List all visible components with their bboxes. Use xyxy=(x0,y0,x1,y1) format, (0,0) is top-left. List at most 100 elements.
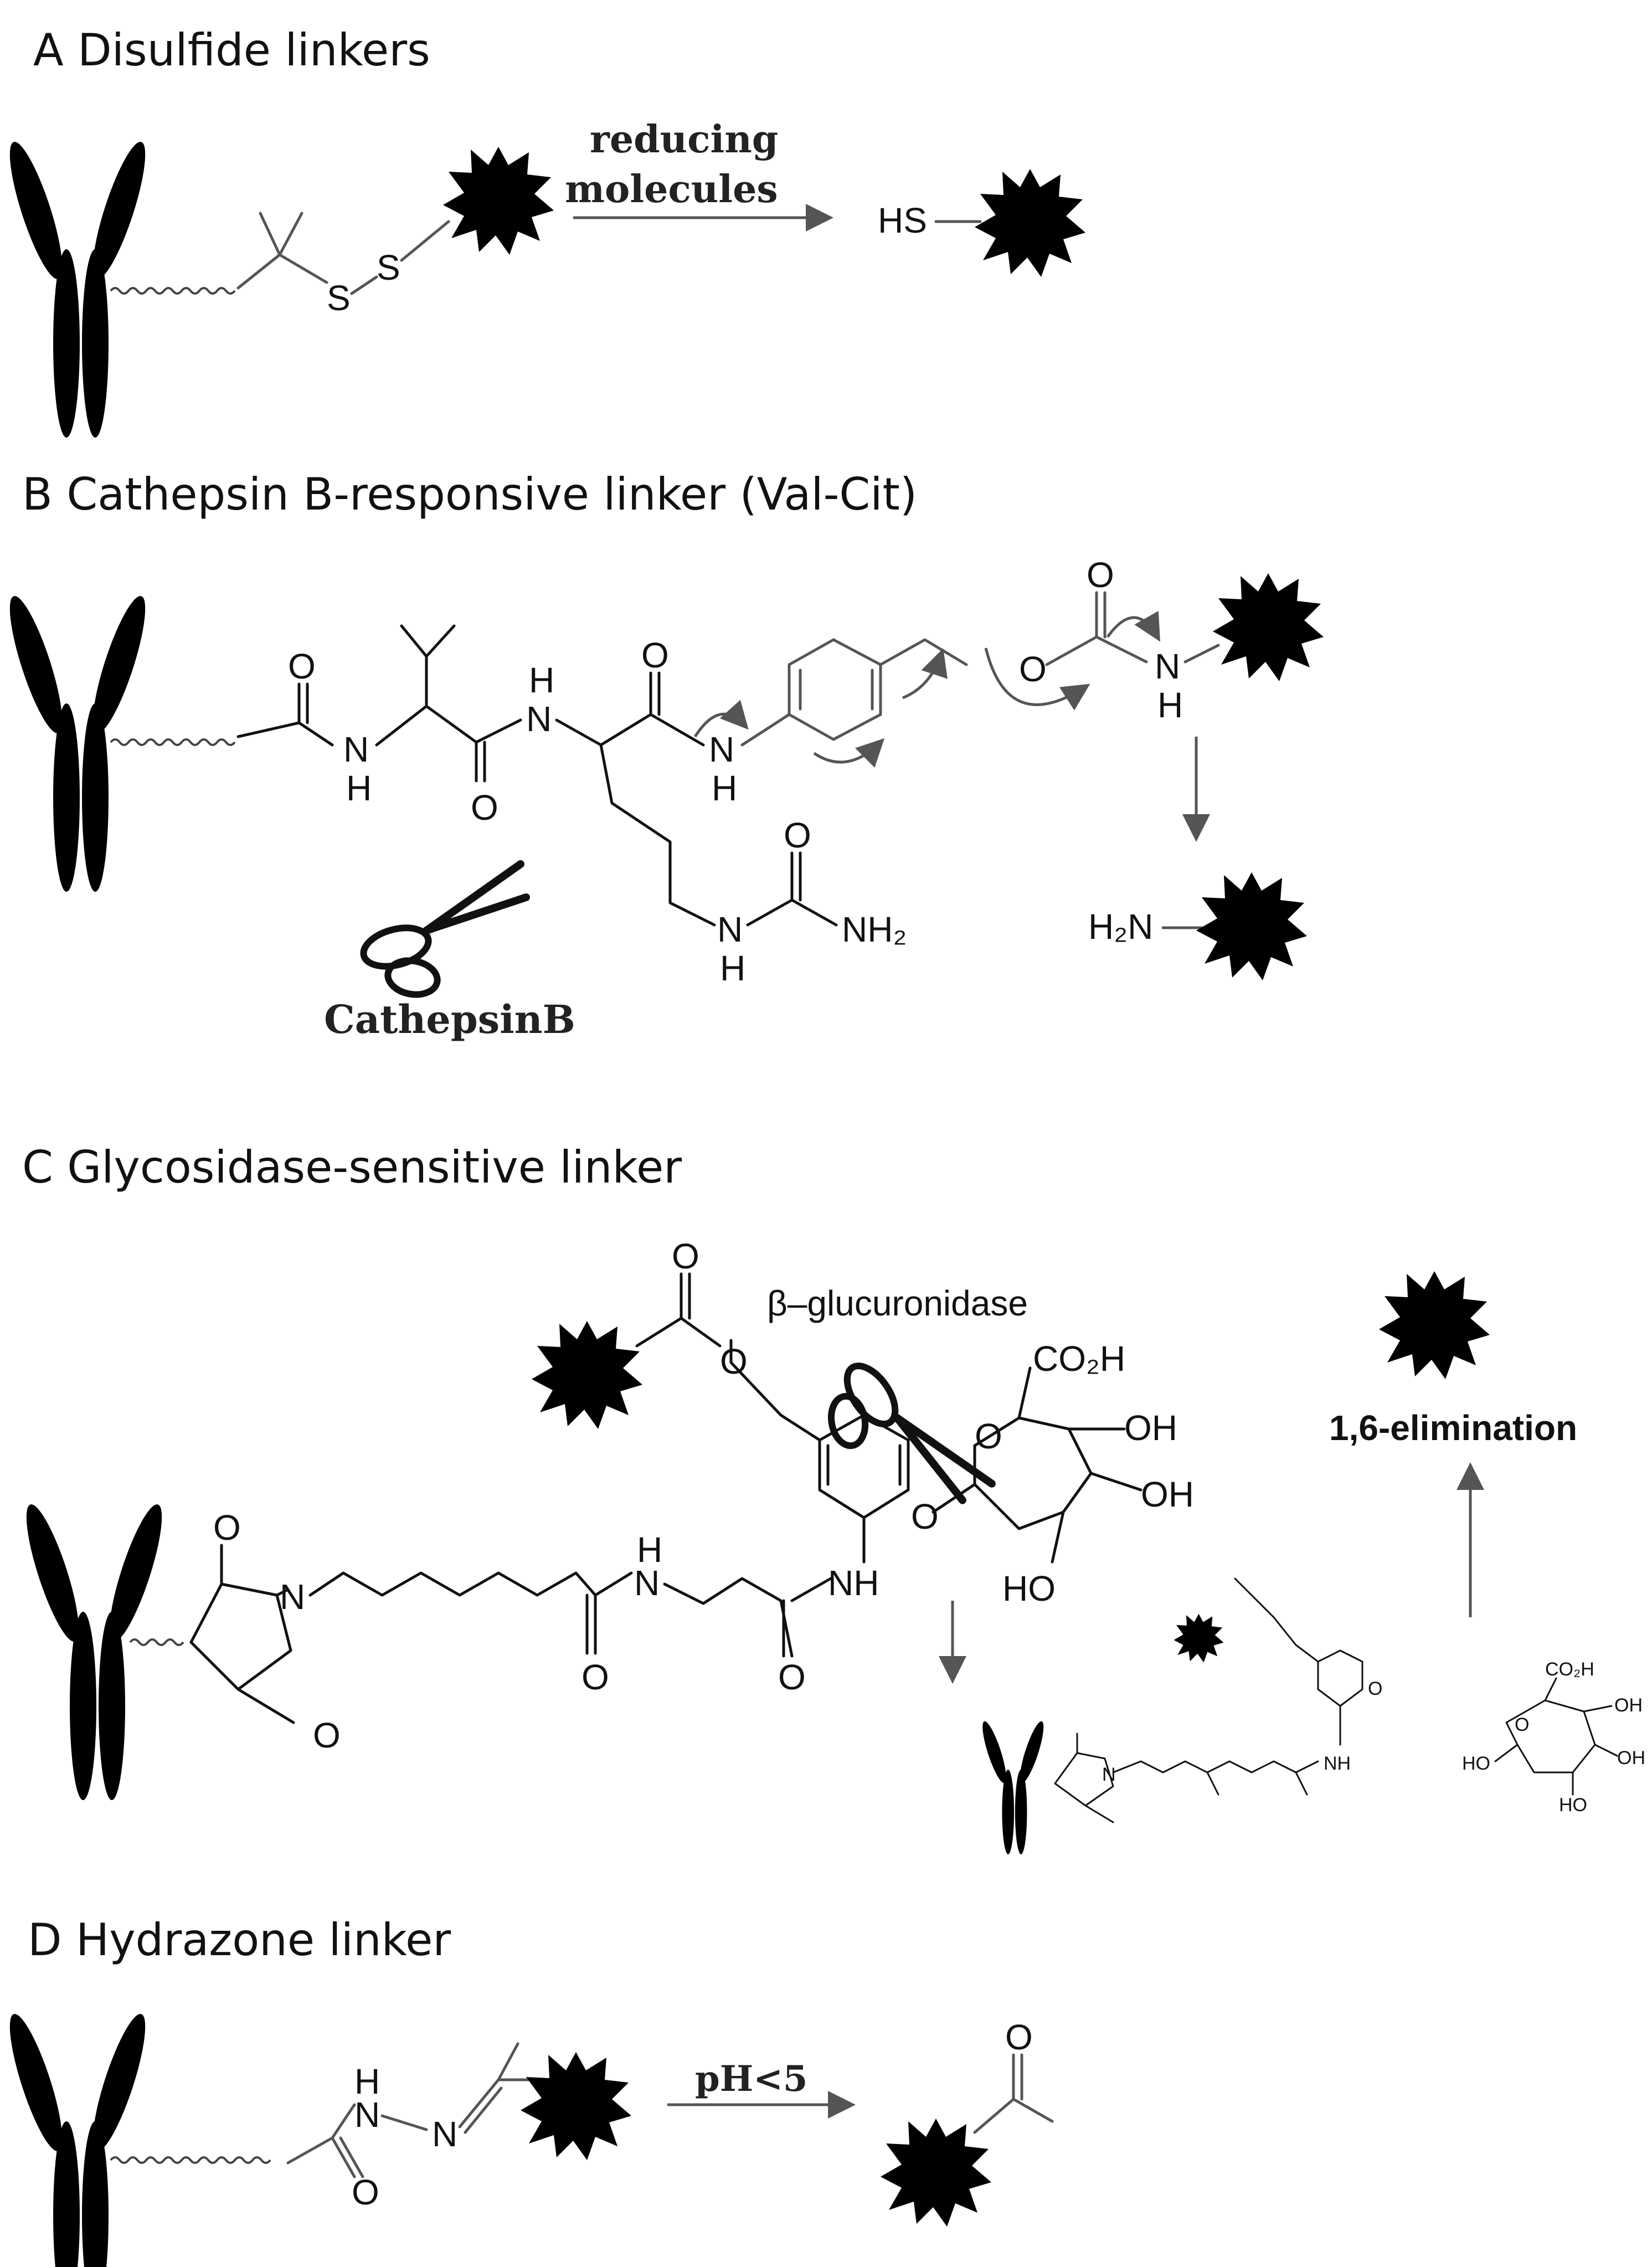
drug-payload-icon xyxy=(532,1321,642,1429)
beta-alanine-chain xyxy=(663,1577,832,1658)
elimination-label: 1,6-elimination xyxy=(1329,1408,1577,1448)
antibody-icon xyxy=(17,1500,172,1800)
h-label: H xyxy=(712,768,737,808)
n-label: N xyxy=(1102,1764,1116,1785)
h-label: H xyxy=(1157,685,1183,725)
section-b-title: B Cathepsin B-responsive linker (Val-Cit… xyxy=(22,469,917,520)
o-label: O xyxy=(1087,555,1114,595)
o-label: O xyxy=(1368,1678,1382,1699)
wavy-tether xyxy=(110,2156,271,2164)
carbamate-bonds xyxy=(1045,591,1148,666)
scissors-icon xyxy=(811,1332,994,1535)
succinimide-ring xyxy=(189,1544,295,1724)
drug-payload-icon xyxy=(1379,1271,1490,1379)
o-label: O xyxy=(911,1497,939,1536)
oh-label: OH xyxy=(1141,1474,1194,1514)
co2h-label: CO₂H xyxy=(1545,1659,1594,1680)
h-label: H xyxy=(720,948,745,988)
drug-payload-icon xyxy=(1196,872,1307,980)
o-label: O xyxy=(471,788,498,827)
drug-payload-icon xyxy=(975,169,1085,277)
hydrazone-bonds xyxy=(380,2042,533,2134)
n-label: N xyxy=(354,2095,380,2135)
ho-label: HO xyxy=(1462,1753,1490,1774)
ester-bonds xyxy=(635,1272,722,1348)
glucuronic-acid-product xyxy=(1494,1677,1618,1796)
benzyl-linker xyxy=(729,1339,821,1442)
product-h2n: H₂N xyxy=(1088,907,1153,947)
o-label: O xyxy=(720,1341,748,1381)
wavy-tether xyxy=(129,1638,184,1646)
o-label: O xyxy=(213,1508,241,1548)
o-label: O xyxy=(672,1236,699,1276)
intermediate-aryl xyxy=(1234,1577,1363,1746)
o-label: O xyxy=(352,2172,379,2212)
intermediate-chain xyxy=(1054,1733,1319,1823)
drug-payload-icon xyxy=(521,2052,631,2160)
valine-bonds xyxy=(375,624,522,783)
n-label: N xyxy=(634,1563,660,1603)
o-label: O xyxy=(313,1715,341,1755)
arrow-label-molecules: molecules xyxy=(565,167,778,212)
ho-label: HO xyxy=(1002,1569,1056,1608)
electron-arrow xyxy=(984,647,1090,711)
carbonyl-1 xyxy=(236,682,334,747)
benzylic-bond xyxy=(879,638,968,666)
n-label: N xyxy=(343,729,369,769)
o-label: O xyxy=(784,815,811,855)
o-label: O xyxy=(641,635,669,675)
urea-bonds xyxy=(746,851,838,927)
oh-label: OH xyxy=(1124,1408,1177,1448)
electron-arrow xyxy=(902,648,948,700)
benzene-ring xyxy=(740,638,882,747)
aryl-ring xyxy=(818,1413,910,1564)
ketone-bonds xyxy=(973,2053,1054,2134)
co2h-label: CO₂H xyxy=(1033,1339,1125,1379)
section-c-title: C Glycosidase-sensitive linker xyxy=(22,1142,682,1193)
citrulline-sidechain xyxy=(599,743,716,927)
section-a-title: A Disulfide linkers xyxy=(33,24,430,76)
ho-label: HO xyxy=(1559,1795,1587,1816)
s-drug-bond xyxy=(400,220,450,262)
sulfur-2: S xyxy=(377,248,400,287)
wavy-tether xyxy=(110,738,236,746)
section-d: D Hydrazone linker O H N N pH<5 O xyxy=(0,1914,1054,2267)
n-label: N xyxy=(1155,646,1180,686)
section-d-title: D Hydrazone linker xyxy=(28,1914,451,1966)
nh2-label: NH₂ xyxy=(842,909,907,949)
citrulline-backbone xyxy=(555,671,705,747)
h-label: H xyxy=(354,2062,380,2101)
carbamate-drug-bond xyxy=(1183,644,1220,664)
drug-payload-icon xyxy=(1174,1613,1224,1663)
o-label: O xyxy=(975,1416,1002,1456)
antibody-icon xyxy=(0,592,155,892)
product-hs: HS xyxy=(878,201,927,240)
o-label: O xyxy=(1515,1714,1529,1735)
o-label: O xyxy=(581,1657,609,1697)
caproyl-chain xyxy=(308,1571,633,1655)
n-label: N xyxy=(717,909,743,949)
o-label: O xyxy=(288,646,316,686)
h-label: H xyxy=(637,1530,662,1570)
electron-arrow xyxy=(813,738,885,768)
gem-dimethyl-bonds xyxy=(236,212,328,290)
electron-arrow xyxy=(1106,610,1160,642)
enzyme-label-cathepsin: CathepsinB xyxy=(324,996,575,1042)
disulfide-bond xyxy=(350,275,378,295)
h-label: H xyxy=(346,768,372,808)
sulfur-1: S xyxy=(327,278,351,318)
scissors-icon xyxy=(359,864,526,998)
glucuronide-ring xyxy=(931,1366,1142,1564)
wavy-tether xyxy=(110,287,236,295)
oh-label: OH xyxy=(1617,1747,1645,1769)
drug-payload-icon xyxy=(443,147,554,255)
h-label: H xyxy=(529,660,554,700)
nh-label: NH xyxy=(828,1563,879,1603)
arrow-label-reducing: reducing xyxy=(590,117,778,162)
antibody-icon xyxy=(0,2009,155,2267)
section-a: A Disulfide linkers S S reducing molecul… xyxy=(0,24,1085,438)
section-b: B Cathepsin B-responsive linker (Val-Cit… xyxy=(0,469,1324,1042)
o-label: O xyxy=(1019,649,1047,689)
arrow-label-ph: pH<5 xyxy=(695,2058,807,2100)
n-label: N xyxy=(526,699,552,739)
